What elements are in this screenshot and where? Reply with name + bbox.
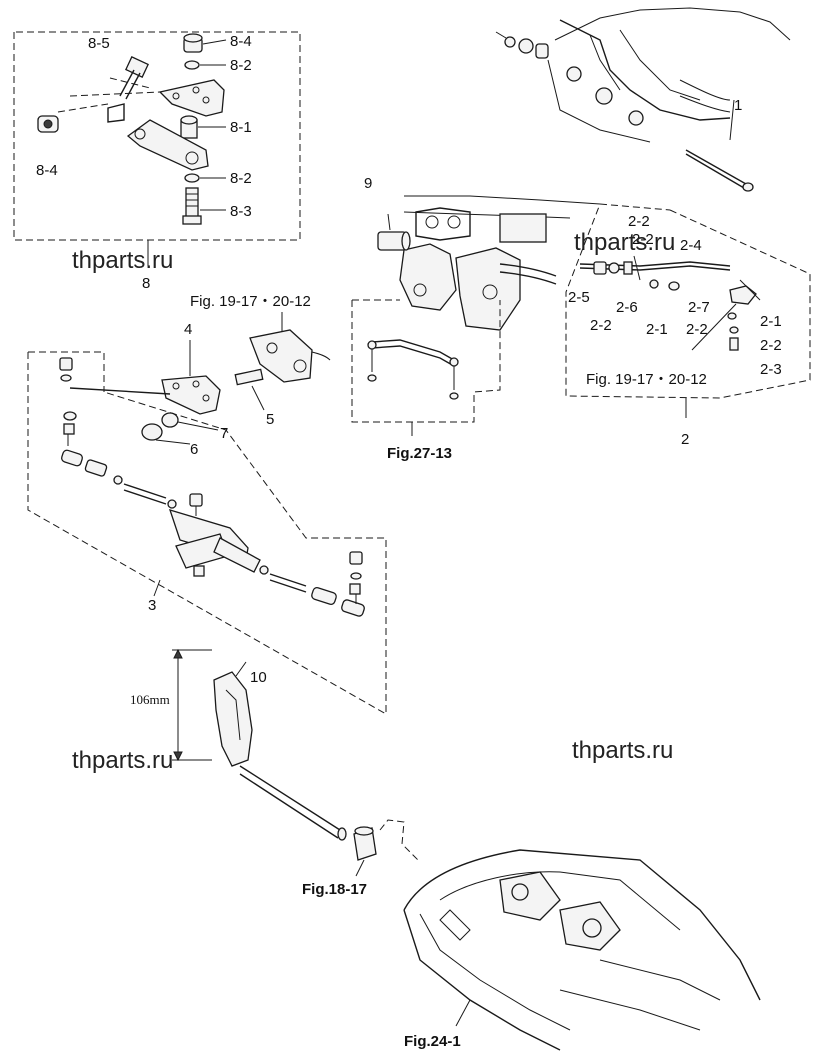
label-2-2-left: 2-2 [590, 317, 612, 334]
cylinder-part-9 [377, 213, 411, 251]
group-2-box [565, 203, 811, 399]
bolt-8-3 [182, 187, 202, 225]
label-1: 1 [734, 97, 742, 114]
label-8-1: 8-1 [230, 119, 252, 136]
label-4: 4 [184, 321, 192, 338]
label-8-2-bottom: 8-2 [230, 170, 252, 187]
collar-8-1 [180, 115, 198, 139]
label-2-6: 2-6 [616, 299, 638, 316]
washer-8-2-bottom [184, 173, 200, 183]
watermark-1: thparts.ru [72, 247, 173, 274]
bolt-8-5 [119, 55, 149, 100]
label-6: 6 [190, 441, 198, 458]
label-2-1-right: 2-1 [760, 313, 782, 330]
label-8-2-top: 8-2 [230, 57, 252, 74]
label-2-2-dup: 2-2 [632, 231, 654, 248]
center-mechanism [351, 195, 601, 436]
group-2-parts [579, 255, 761, 418]
watermark-2: thparts.ru [574, 229, 675, 256]
engine-section-top-right [495, 7, 791, 192]
label-8: 8 [142, 275, 150, 292]
label-2-1-mid: 2-1 [646, 321, 668, 338]
fig-ref-19-17-left: Fig. 19-17・20-12 [190, 293, 311, 310]
dimension-label: 106mm [130, 692, 170, 707]
label-9: 9 [364, 175, 372, 192]
fig-ref-18-17: Fig.18-17 [302, 881, 367, 898]
label-2-4: 2-4 [680, 237, 702, 254]
fig-ref-24-1: Fig.24-1 [404, 1033, 461, 1050]
fig-ref-27-13: Fig.27-13 [387, 445, 452, 462]
group-8-labels: 8-5 8-4 8-2 8-1 8-4 8-2 8-3 8 [36, 33, 252, 292]
label-8-3: 8-3 [230, 203, 252, 220]
group-3-box [27, 351, 387, 715]
label-8-5: 8-5 [88, 35, 110, 52]
group-3-labels: 4 6 7 3 [148, 321, 228, 614]
label-5: 5 [266, 411, 274, 428]
label-3: 3 [148, 597, 156, 614]
washer-8-2-top [184, 60, 200, 70]
group-2-labels: 2-2 2-2 2-4 2-5 2-6 2-7 2-2 2-1 2-2 2-1 … [568, 213, 782, 448]
bracket-part-4 [161, 375, 221, 415]
group-8-parts [37, 33, 227, 266]
label-2-7: 2-7 [688, 299, 710, 316]
bottom-cowling [403, 849, 761, 1051]
watermark-3: thparts.ru [72, 747, 173, 774]
label-2: 2 [681, 431, 689, 448]
label-2-5: 2-5 [568, 289, 590, 306]
bracket-plate-8 [158, 79, 225, 117]
label-8-4-left: 8-4 [36, 162, 58, 179]
nut-8-4-top [183, 33, 203, 53]
lever-arm-8 [107, 103, 209, 171]
label-10: 10 [250, 669, 267, 686]
label-2-2-top: 2-2 [628, 213, 650, 230]
nut-8-4-left [37, 115, 59, 133]
part-5-assembly [234, 312, 331, 411]
group-3-parts [59, 340, 365, 617]
fig-ref-19-17-right: Fig. 19-17・20-12 [586, 371, 707, 388]
tiller-handle-10 [172, 648, 421, 877]
label-2-2-right: 2-2 [760, 337, 782, 354]
group-8-box [13, 31, 301, 241]
watermark-4: thparts.ru [572, 737, 673, 764]
label-2-3: 2-3 [760, 361, 782, 378]
label-8-4-top: 8-4 [230, 33, 252, 50]
label-7: 7 [220, 425, 228, 442]
label-2-2-mid: 2-2 [686, 321, 708, 338]
